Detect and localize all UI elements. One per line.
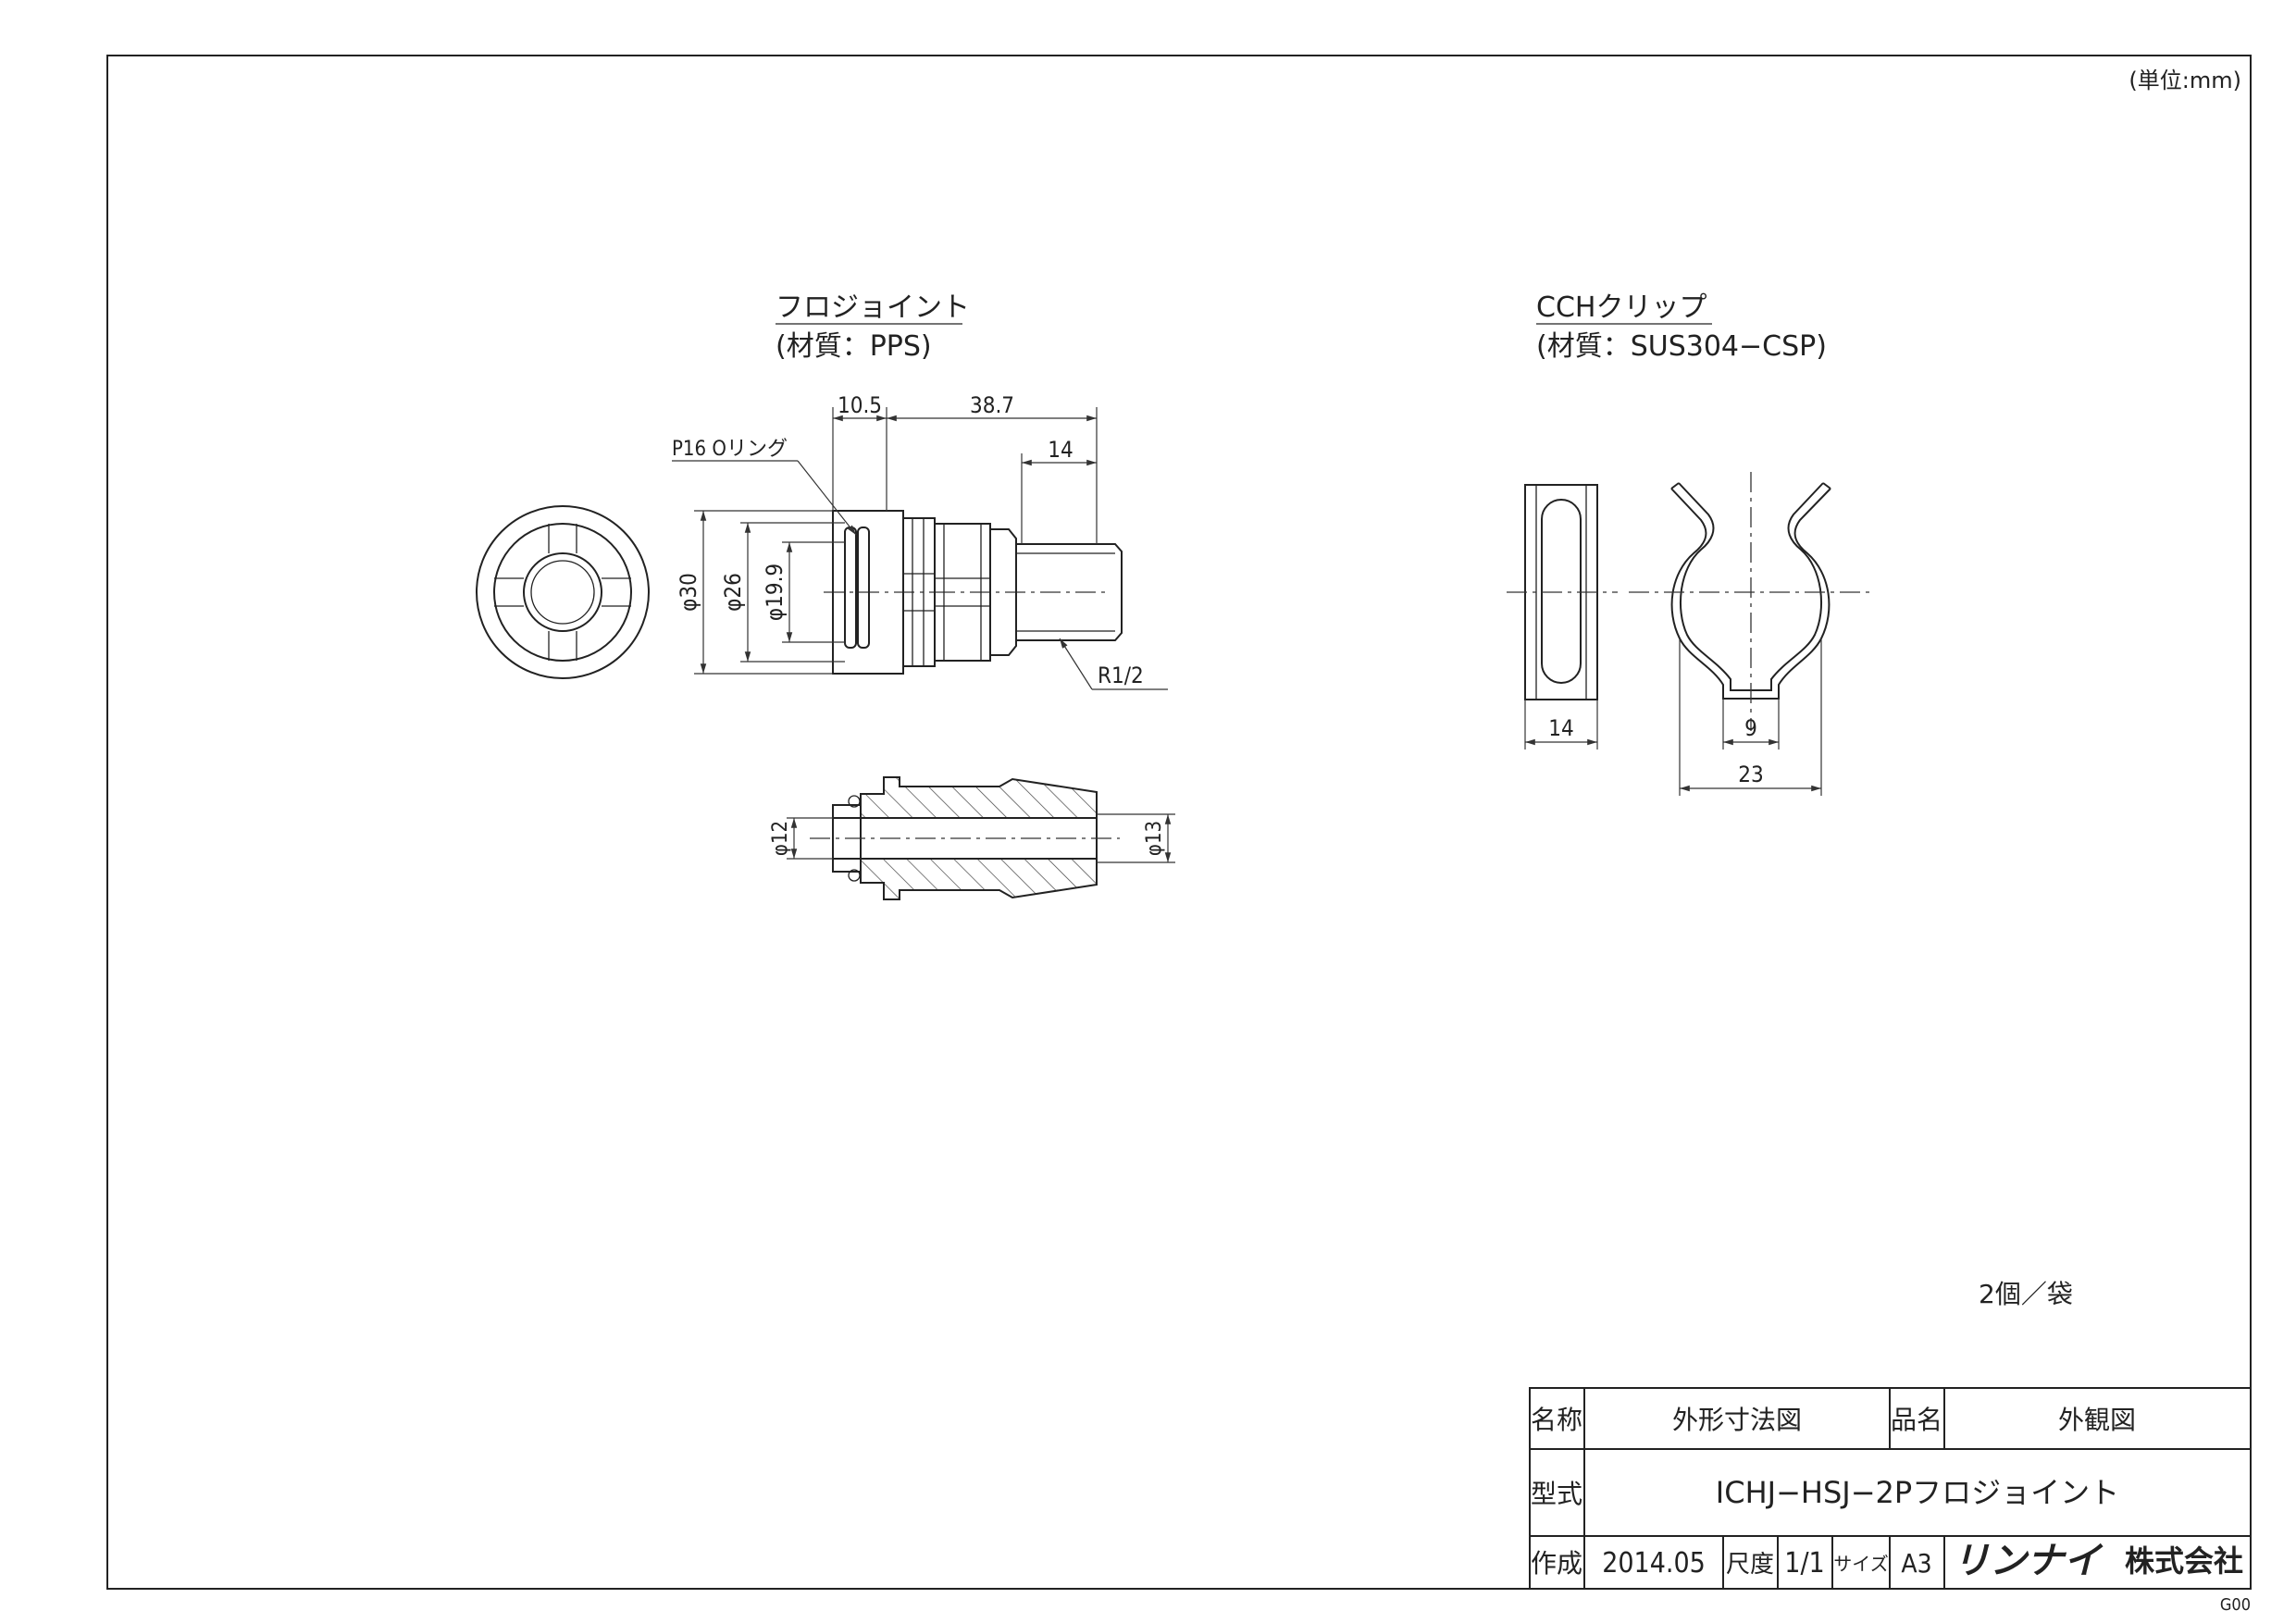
scale-label: 尺度 <box>1726 1551 1774 1579</box>
name-label: 名称 <box>1531 1405 1582 1435</box>
quantity-note: 2個／袋 <box>1979 1279 2073 1309</box>
scale-value: 1/1 <box>1784 1547 1824 1580</box>
unit-note: (単位:mm) <box>2128 68 2241 93</box>
name-value: 外形寸法図 <box>1672 1405 1802 1435</box>
fro-joint-name: フロジョイント <box>776 291 970 324</box>
created-value: 2014.05 <box>1602 1547 1706 1580</box>
thread-label: R1/2 <box>1098 663 1144 688</box>
size-label: サイズ <box>1833 1553 1888 1575</box>
oring-label: P16 Oリング <box>672 438 788 461</box>
product-label: 品名 <box>1891 1405 1942 1435</box>
dim-14: 14 <box>1048 437 1073 463</box>
dim-10-5: 10.5 <box>838 392 882 418</box>
cch-clip-front-view: 14 <box>1507 484 1618 750</box>
corner-code: G00 <box>2220 1595 2251 1615</box>
cch-clip-drawing: CCHクリップ (材質：SUS304−CSP) 14 <box>1507 291 1873 796</box>
drawing-frame <box>106 55 2252 1590</box>
model-label: 型式 <box>1531 1479 1582 1509</box>
dim-dia13: φ13 <box>1143 821 1166 856</box>
company-suffix: 株式会社 <box>2125 1543 2243 1579</box>
cch-clip-name: CCHクリップ <box>1536 291 1706 324</box>
title-block: 名称 外形寸法図 品名 外観図 型式 ICHJ−HSJ−2Pフロジョイント 作成… <box>1529 1387 2252 1590</box>
company-logo: リンナイ <box>1953 1540 2103 1582</box>
fro-joint-dimensions: 10.5 38.7 14 P16 Oリング φ30 φ26 φ19.9 <box>672 392 1168 690</box>
clip-dim-23: 23 <box>1738 762 1763 787</box>
clip-dim-9: 9 <box>1744 715 1757 741</box>
fro-joint-side-view <box>824 510 1123 675</box>
clip-dim-14: 14 <box>1548 715 1573 741</box>
fro-joint-section-view: φ12 φ13 <box>769 776 1175 900</box>
dim-dia30: φ30 <box>676 573 701 612</box>
fro-joint-end-view <box>476 505 650 679</box>
dim-dia12: φ12 <box>769 821 792 856</box>
created-label: 作成 <box>1531 1548 1582 1579</box>
dim-38-7: 38.7 <box>970 392 1014 418</box>
cch-clip-side-view: 9 23 <box>1629 472 1873 796</box>
model-value: ICHJ−HSJ−2Pフロジョイント <box>1716 1475 2119 1510</box>
dim-dia26: φ26 <box>720 573 746 612</box>
fro-joint-material: (材質：PPS) <box>776 330 932 363</box>
cch-clip-material: (材質：SUS304−CSP) <box>1536 330 1827 363</box>
product-value: 外観図 <box>2058 1405 2136 1435</box>
fro-joint-drawing: フロジョイント (材質：PPS) <box>476 291 1175 900</box>
dim-dia19-9: φ19.9 <box>762 564 788 621</box>
size-value: A3 <box>1901 1548 1931 1579</box>
